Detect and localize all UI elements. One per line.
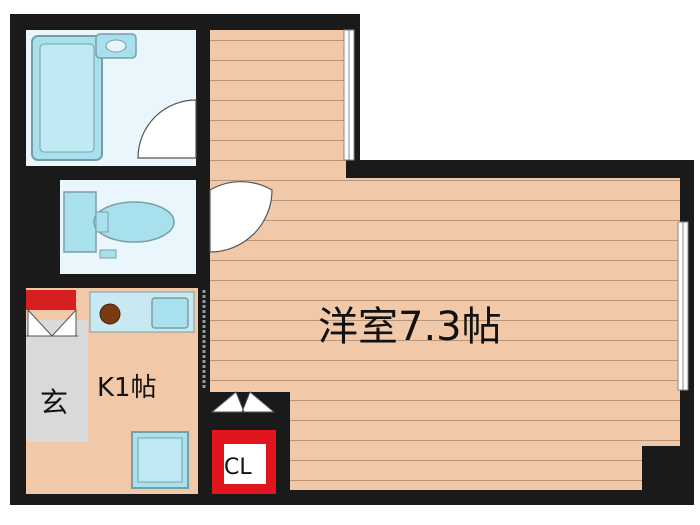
closet [210,391,280,496]
stove-burner [99,303,121,325]
toilet-bowl [93,201,175,243]
toilet-tank [63,191,97,253]
window-right-upper [343,29,355,161]
closet-door [210,391,276,413]
window-right-lower [677,221,689,391]
entrance-door [26,308,78,337]
kitchen-sink [151,297,189,329]
kitchen-label: K1帖 [97,373,157,403]
closet-label: CL [224,455,252,480]
bathroom-door [137,99,197,159]
entrance-label: 玄 [40,386,68,419]
bathroom [26,30,197,166]
kitchen-area [26,288,206,494]
shoe-box [26,290,76,310]
toilet-door [209,181,273,253]
western-room-label: 洋室7.3帖 [318,304,502,350]
toilet-room [60,180,273,274]
western-room-floor [210,30,680,490]
